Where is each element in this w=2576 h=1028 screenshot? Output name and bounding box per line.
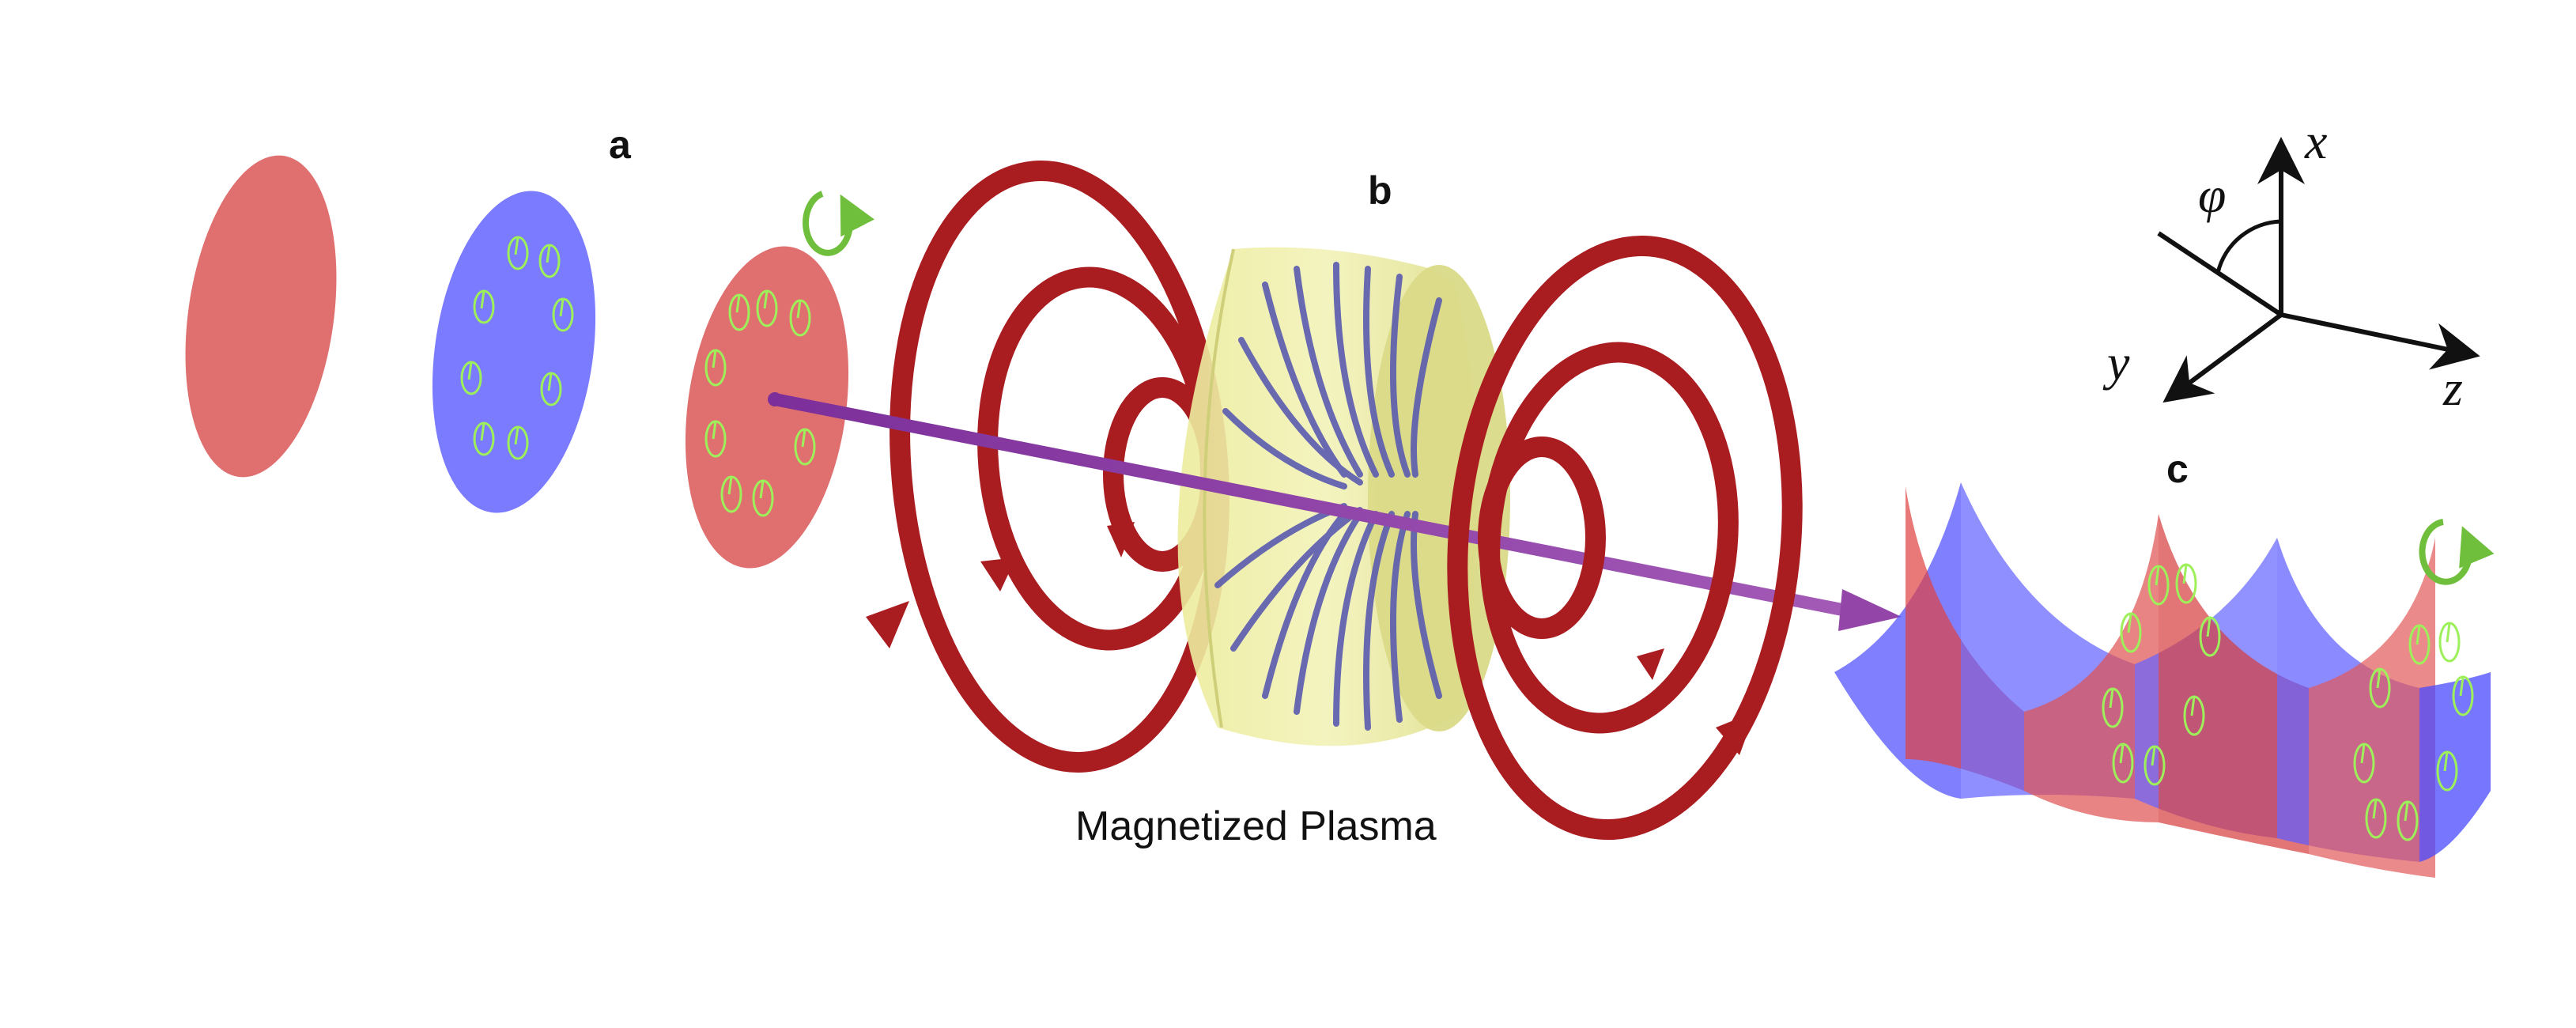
coordinate-axes-icon: [2157, 137, 2480, 403]
plasma-caption: Magnetized Plasma: [1075, 803, 1437, 849]
beam-arrow: [768, 392, 1902, 631]
wavefront-polarization-markers: [2102, 563, 2474, 841]
axis-label-phi: φ: [2198, 167, 2226, 223]
red-disk-1: [185, 155, 337, 478]
helical-wavefront-sheets: [1834, 482, 2491, 878]
right-field-loops: [1447, 235, 1803, 841]
blue-disk-polarization-markers: [460, 236, 574, 460]
panel-a: a: [185, 123, 874, 569]
field-lines: [1214, 262, 1442, 731]
red-disk-polarization-markers: [704, 289, 816, 517]
rotation-arrow-icon-c: [2419, 519, 2495, 585]
panel-label-c: c: [2166, 447, 2189, 491]
axis-label-y: y: [2102, 334, 2130, 391]
blue-disk: [432, 191, 596, 513]
axis-label-z: z: [2442, 360, 2463, 416]
axis-label-x: x: [2304, 113, 2327, 169]
panel-c: c: [1834, 447, 2495, 878]
left-loop-arrowheads: [866, 522, 1135, 648]
panel-b: b: [768, 161, 1902, 849]
panel-label-b: b: [1368, 168, 1392, 213]
rotation-arrow-icon: [803, 191, 874, 256]
right-loop-arrowheads: [1637, 648, 1755, 755]
panel-label-a: a: [609, 123, 632, 167]
